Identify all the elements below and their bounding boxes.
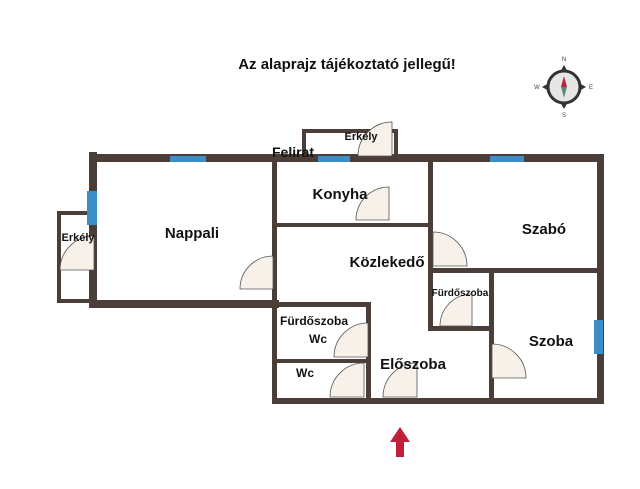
room-label-wc2: Wc — [296, 366, 314, 380]
compass-w: W — [534, 85, 540, 91]
compass-n: N — [562, 57, 566, 63]
room-label-erkely-top: Erkély — [344, 131, 378, 143]
plan-title: Az alaprajz tájékoztató jellegű! — [238, 56, 456, 73]
room-label-wc1: Wc — [309, 332, 327, 346]
entrance-arrow-icon — [390, 427, 410, 457]
room-label-nappali: Nappali — [165, 225, 219, 242]
label-felirat: Felirat — [272, 144, 314, 160]
compass-icon: N S W E — [534, 57, 593, 119]
doors — [59, 121, 527, 398]
room-label-eloszoba: Előszoba — [380, 356, 447, 373]
room-label-kozlekedo: Közlekedő — [349, 254, 424, 271]
compass-s: S — [562, 113, 566, 119]
windows — [87, 156, 603, 354]
room-label-szoba: Szoba — [529, 333, 574, 350]
room-label-furdoszoba: Fürdőszoba — [280, 314, 348, 328]
compass-e: E — [589, 85, 593, 91]
room-label-erkely-left: Erkély — [61, 232, 95, 244]
room-label-furdoszoba-small: Fürdőszoba — [432, 288, 489, 299]
room-label-szabo: Szabó — [522, 221, 566, 238]
room-label-konyha: Konyha — [312, 186, 368, 203]
